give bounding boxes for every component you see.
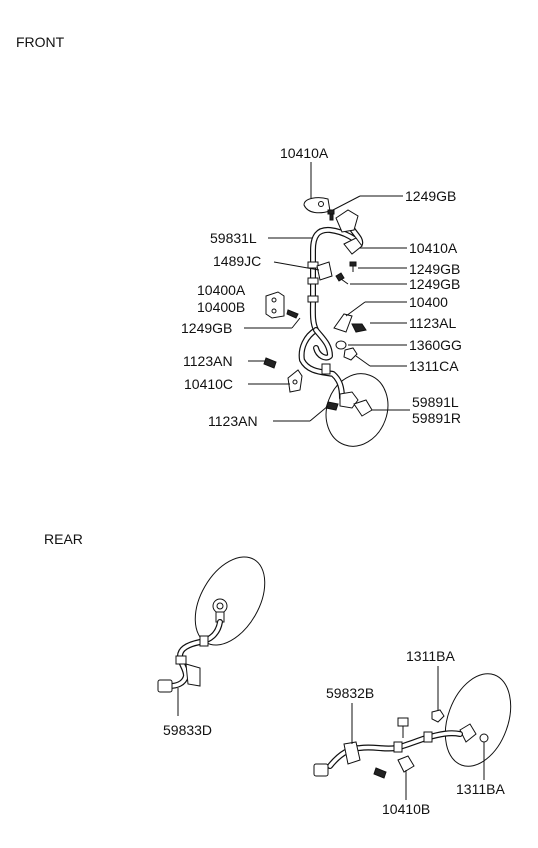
label-10400b: 10400B	[197, 299, 245, 315]
front-clip-10400	[333, 313, 353, 333]
front-bolt-1249gb-top	[327, 209, 335, 221]
front-washer-1360gg	[335, 340, 347, 350]
rear-left-bracket	[185, 663, 201, 687]
front-bracket-1489jc	[316, 261, 333, 281]
label-10410b: 10410B	[382, 801, 430, 817]
rear-right-nut	[479, 733, 489, 743]
rear-right-bolt	[397, 717, 409, 727]
label-1249gb-2: 1249GB	[409, 261, 460, 277]
front-section-title: FRONT	[16, 34, 65, 50]
rear-left-grommet	[175, 655, 187, 665]
label-10410a-top: 10410A	[280, 145, 329, 161]
label-1249gb-4: 1249GB	[181, 320, 232, 336]
rear-left-grommet	[199, 635, 209, 647]
front-bolt-1123an-upper	[263, 357, 277, 369]
label-10410c: 10410C	[184, 376, 233, 392]
front-bolt-1249gb-3	[335, 272, 345, 282]
rear-right-grommet	[393, 741, 403, 753]
label-59833d: 59833D	[163, 722, 212, 738]
front-wheel-hub-outline	[325, 373, 389, 447]
front-bolt-1123an-lower	[325, 401, 339, 411]
label-10400: 10400	[409, 294, 448, 310]
front-bracket-10400a-b	[265, 291, 285, 319]
rear-right-nut-1311ba	[431, 709, 445, 723]
rear-section-title: REAR	[44, 531, 83, 547]
front-bolt-bracket	[286, 309, 299, 319]
label-59891l: 59891L	[412, 394, 459, 410]
front-grommet	[307, 261, 319, 269]
front-bolt-1123al	[351, 323, 367, 333]
rear-right-clip-10410b	[397, 755, 415, 773]
front-clip-top	[303, 197, 331, 214]
label-1249gb-1: 1249GB	[405, 188, 456, 204]
front-bolt-1249gb-2	[349, 261, 357, 267]
label-1489jc: 1489JC	[213, 253, 261, 269]
front-bracket-10410c	[287, 369, 303, 393]
rear-right-small-bolt	[373, 767, 387, 779]
rear-left-assembly	[157, 556, 266, 716]
label-1123an-2: 1123AN	[208, 413, 258, 429]
rear-left-sensor-head	[212, 598, 228, 614]
label-59831l: 59831L	[210, 230, 257, 246]
rear-right-hub-outline	[444, 673, 512, 767]
label-1123an-1: 1123AN	[183, 353, 233, 369]
label-1249gb-3: 1249GB	[409, 276, 460, 292]
label-1311ca: 1311CA	[409, 358, 459, 374]
front-grommet	[321, 363, 331, 375]
rear-left-connector	[157, 679, 173, 693]
label-10410a-mid: 10410A	[409, 240, 458, 256]
front-grommet	[307, 295, 319, 303]
label-1311ba-top: 1311BA	[406, 648, 455, 664]
front-callouts: 10410A 1249GB 59831L 10410A 1489JC 1249G…	[181, 145, 462, 429]
label-10400a: 10400A	[197, 282, 246, 298]
label-1311ba-right: 1311BA	[456, 781, 505, 797]
label-59832b: 59832B	[326, 685, 374, 701]
label-1360gg: 1360GG	[409, 337, 462, 353]
rear-right-connector	[313, 763, 329, 777]
rear-right-grommet	[423, 731, 433, 743]
front-upper-connector	[335, 209, 359, 233]
label-59891r: 59891R	[412, 410, 461, 426]
label-1123al: 1123AL	[409, 315, 456, 331]
front-grommet	[307, 277, 319, 285]
rear-right-assembly	[313, 673, 512, 779]
front-assembly	[263, 197, 389, 447]
rear-right-sensor-head	[459, 723, 477, 743]
front-nut-1311ca	[343, 347, 358, 361]
rear-callouts: 1311BA 59832B 1311BA 10410B	[326, 648, 505, 817]
front-clamp-mid	[343, 237, 363, 255]
